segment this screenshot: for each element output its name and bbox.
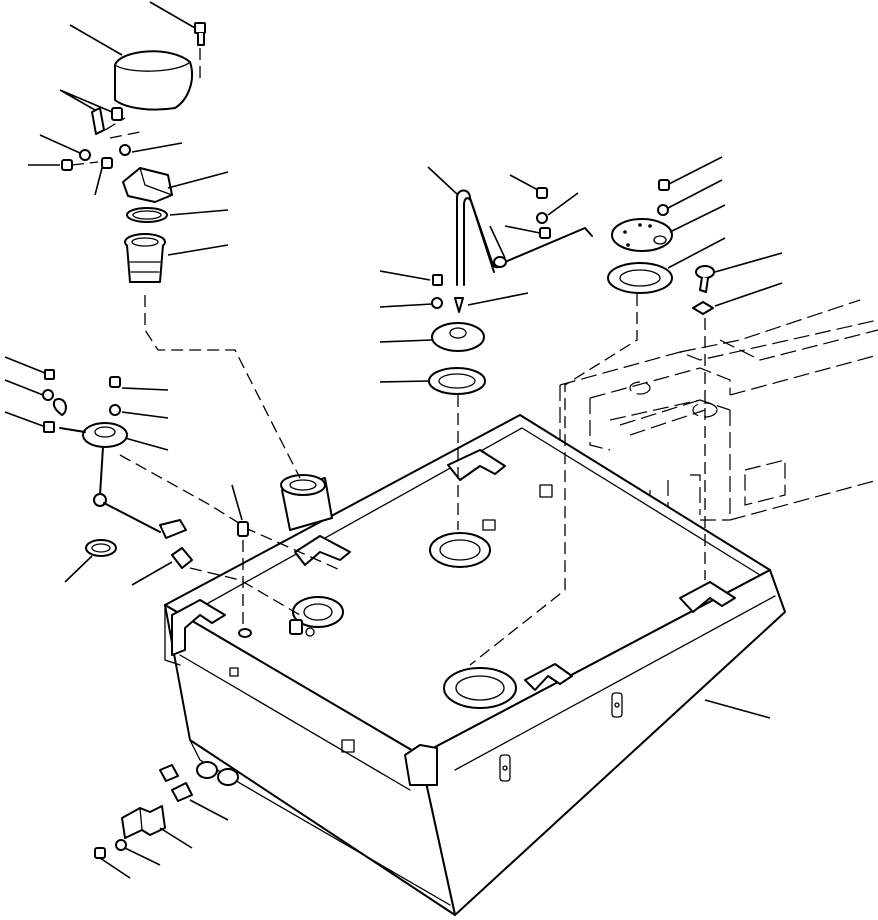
gasket [126, 207, 168, 223]
washer [79, 149, 91, 161]
drain-valve [159, 761, 239, 802]
gasket [607, 262, 673, 294]
cap-screw [194, 22, 206, 46]
cover-plate [431, 322, 485, 352]
gasket [85, 539, 117, 557]
fuel-gauge-sender [43, 398, 128, 448]
washer [536, 212, 548, 224]
drain-valve [454, 297, 464, 313]
gasket [428, 367, 486, 395]
cap-screw [109, 376, 121, 388]
cap-screw [101, 157, 113, 169]
callout-leaders [4, 1, 783, 879]
return-line-tube [456, 189, 593, 286]
washer [431, 297, 443, 309]
sender-float-arm [93, 446, 187, 539]
filler-strainer [124, 233, 166, 283]
filler-cap [114, 50, 194, 111]
cap-screw [61, 159, 73, 171]
nut [237, 521, 249, 537]
washer [657, 204, 669, 216]
cap-screw [695, 265, 715, 293]
fuel-tank [164, 414, 786, 916]
cap-screw [94, 847, 106, 859]
cap-screw [536, 187, 548, 199]
cover-plate [611, 218, 673, 252]
suction-pipe [171, 547, 193, 569]
filler-neck [122, 167, 173, 203]
machine-frame [559, 299, 878, 521]
washer [692, 301, 714, 315]
nut [539, 227, 551, 239]
cap-screw [658, 179, 670, 191]
bracket [121, 805, 166, 839]
washer [109, 404, 121, 416]
washer [42, 389, 54, 401]
cap-screw [432, 274, 443, 286]
cap-screw [44, 369, 55, 380]
washer [115, 839, 127, 851]
bracket [91, 107, 123, 135]
washer [119, 144, 131, 156]
